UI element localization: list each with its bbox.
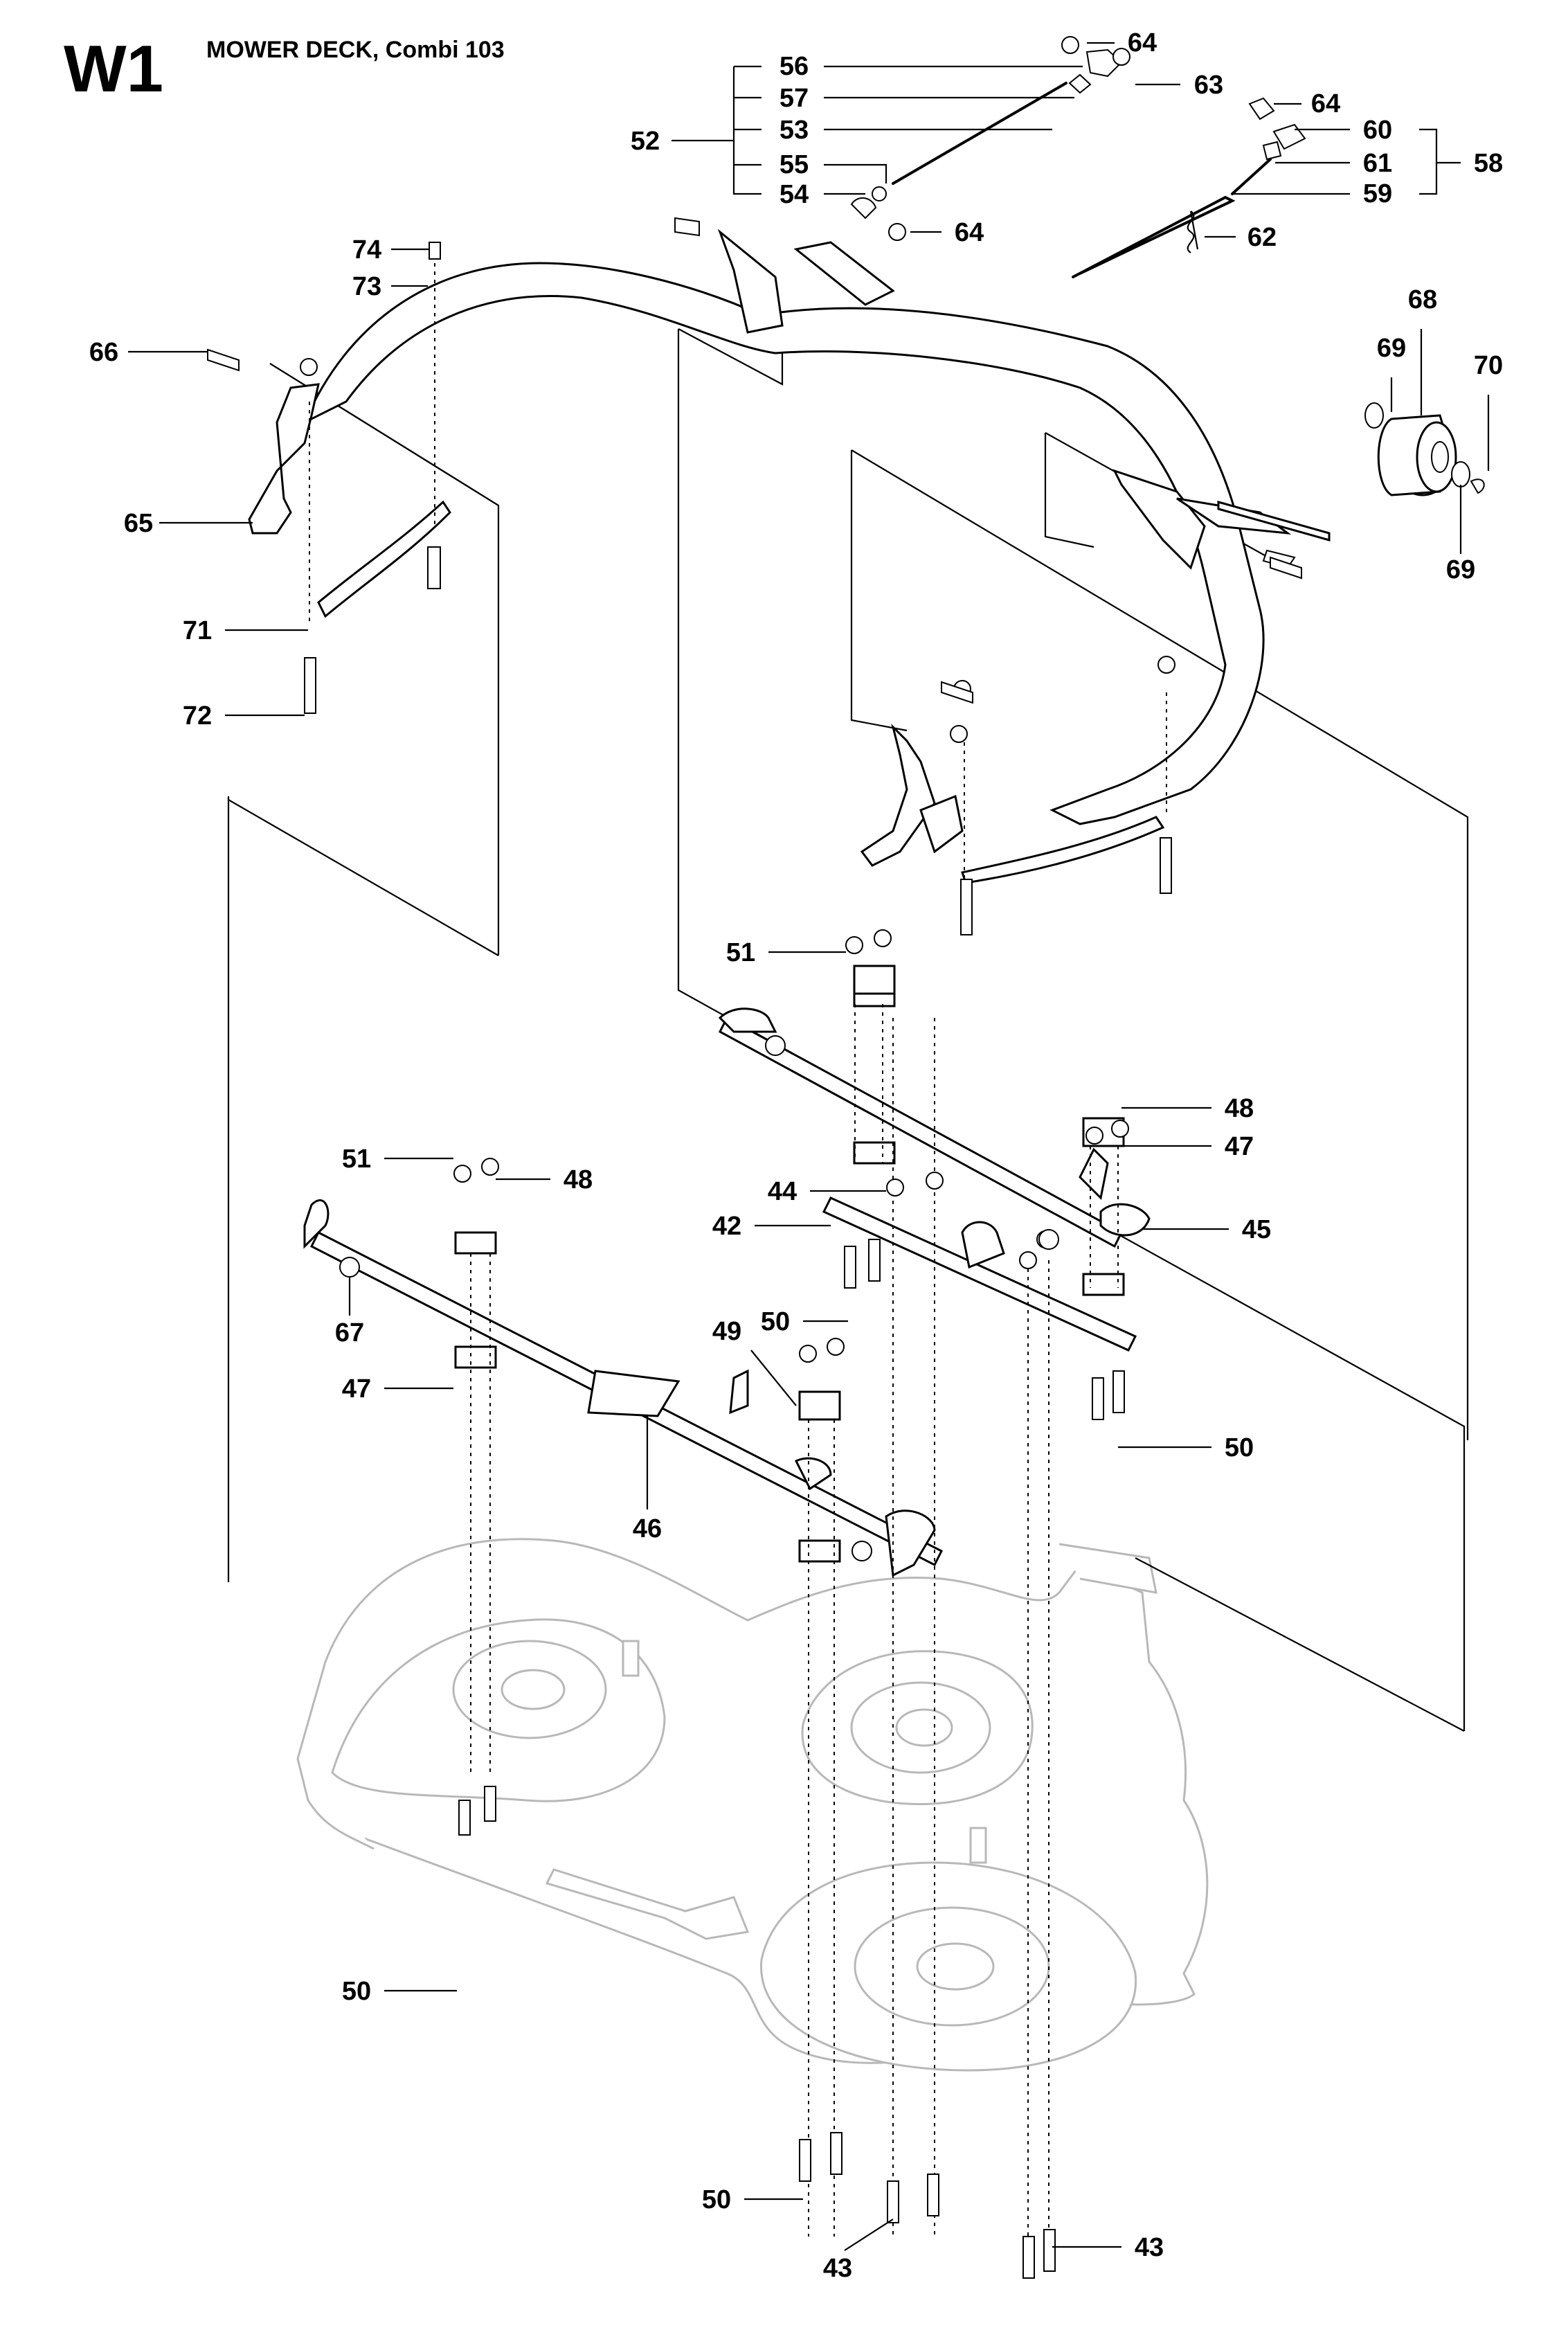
- callout-58: 58: [1474, 149, 1503, 178]
- callout-50-lower-mid: 50: [702, 2185, 731, 2214]
- rod-assemblies: [850, 36, 1306, 278]
- diagram-title: MOWER DECK, Combi 103: [206, 37, 505, 63]
- mower-deck: [296, 1538, 1209, 2072]
- callout-56: 56: [780, 52, 809, 81]
- callout-67: 67: [335, 1318, 364, 1347]
- callout-63: 63: [1194, 71, 1223, 100]
- fasteners: [207, 217, 1302, 2279]
- callout-labels: 56 57 53 55 54 52 64 63 64 60 61 59 58 6…: [89, 28, 1503, 2283]
- callout-71: 71: [183, 616, 212, 645]
- callout-57: 57: [780, 84, 809, 113]
- callout-60: 60: [1363, 116, 1392, 145]
- callout-46: 46: [633, 1514, 662, 1543]
- clamp-blocks: [454, 965, 1125, 1563]
- callout-66: 66: [89, 338, 118, 367]
- callout-64-right: 64: [1311, 89, 1340, 118]
- callout-45: 45: [1242, 1215, 1271, 1244]
- callout-47-right: 47: [1225, 1132, 1254, 1161]
- callout-43-left: 43: [823, 2254, 852, 2283]
- callout-48-right: 48: [1225, 1094, 1254, 1123]
- callout-59: 59: [1363, 179, 1392, 208]
- callout-50-upper-left: 50: [761, 1307, 790, 1336]
- lift-frame: [248, 228, 1331, 884]
- callout-64-top: 64: [1128, 28, 1157, 57]
- callout-61: 61: [1363, 149, 1392, 178]
- callout-54: 54: [780, 180, 809, 209]
- callout-44: 44: [768, 1177, 797, 1206]
- callout-65: 65: [124, 509, 153, 538]
- alignment-lines: [309, 263, 1167, 2271]
- callout-51-left: 51: [342, 1145, 371, 1174]
- callout-72: 72: [183, 701, 212, 731]
- callout-69-top: 69: [1377, 334, 1406, 363]
- middle-bars: [303, 1007, 1151, 1577]
- callout-55: 55: [780, 150, 809, 179]
- leader-lines: [128, 42, 1490, 2251]
- callout-52: 52: [631, 127, 660, 156]
- callout-64-mid: 64: [955, 218, 984, 247]
- diagram-code: W1: [64, 32, 163, 106]
- callout-51-upper: 51: [726, 938, 755, 967]
- callout-68: 68: [1408, 285, 1437, 314]
- callout-42: 42: [712, 1212, 741, 1241]
- callout-50-lower-left: 50: [342, 1977, 371, 2006]
- callout-70: 70: [1474, 351, 1503, 380]
- callout-74: 74: [352, 235, 381, 265]
- callout-48-left: 48: [564, 1165, 593, 1194]
- gauge-wheel: [1262, 402, 1485, 569]
- callout-73: 73: [352, 272, 381, 301]
- callout-50-upper-right: 50: [1225, 1433, 1254, 1462]
- callout-62: 62: [1247, 223, 1277, 252]
- callout-53: 53: [780, 116, 809, 145]
- callout-43-right: 43: [1135, 2233, 1164, 2262]
- callout-47-left: 47: [342, 1374, 371, 1404]
- callout-69-bottom: 69: [1446, 555, 1475, 584]
- callout-49: 49: [712, 1317, 741, 1346]
